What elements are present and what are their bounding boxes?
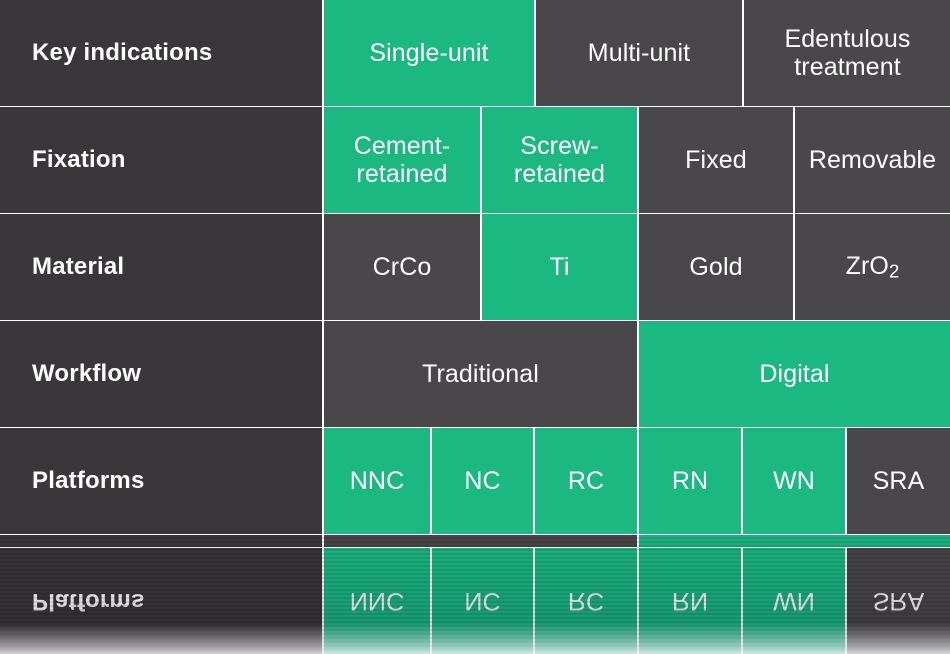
- matrix-cell-wn[interactable]: WN: [743, 428, 845, 534]
- matrix-row-platforms: Platforms NNC NC RC RN WN SRA: [0, 548, 950, 654]
- matrix-cell-crco[interactable]: CrCo: [324, 214, 480, 320]
- matrix-cell-multi-unit[interactable]: Multi-unit: [536, 0, 742, 106]
- row-label-platforms[interactable]: Platforms: [0, 548, 322, 654]
- matrix-cell-nc[interactable]: NC: [432, 428, 533, 534]
- comparison-matrix: Key indications Single-unit Multi-unit Eden…: [0, 0, 950, 534]
- row-label-material[interactable]: Material: [0, 214, 322, 320]
- cell-label: WN: [773, 466, 815, 495]
- cell-label: RN: [671, 466, 709, 495]
- cell-label: WN: [773, 587, 815, 616]
- row-label-text: Workflow: [32, 360, 142, 388]
- cell-label: SRA: [872, 466, 925, 495]
- matrix-cell-nnc: NNC: [324, 548, 430, 654]
- matrix-cell-sra[interactable]: SRA: [847, 428, 950, 534]
- cell-label: CrCo: [372, 252, 432, 281]
- cell-label: RC: [567, 466, 605, 495]
- matrix-row-platforms: Platforms NNC NC RC RN WN SRA: [0, 428, 950, 534]
- row-label-platforms[interactable]: Platforms: [0, 428, 322, 534]
- cell-label: Fixed: [685, 145, 747, 174]
- cell-label: RN: [671, 587, 709, 616]
- cell-label: NNC: [349, 466, 405, 495]
- matrix-cell-single-unit[interactable]: Single-unit: [324, 0, 534, 106]
- row-label-text: Platforms: [32, 467, 145, 495]
- matrix-reflection-content: Platforms NNC NC RC RN WN SRA WorkflowTradition…: [0, 535, 950, 654]
- matrix-cell-edentulous-treatment[interactable]: Edentulous treatment: [744, 0, 950, 106]
- cell-label: Screw- retained: [513, 131, 606, 189]
- cell-label: NNC: [349, 587, 405, 616]
- cell-label: SRA: [872, 587, 925, 616]
- matrix-row-workflow: Workflow Traditional Digital: [0, 321, 950, 427]
- matrix-cell-digital: Digital: [639, 535, 950, 547]
- cell-label: ZrO2: [845, 252, 900, 282]
- matrix-row-material: Material CrCo Ti Gold ZrO2: [0, 214, 950, 320]
- matrix-cell-cement-retained[interactable]: Cement- retained: [324, 107, 480, 213]
- cell-label: RC: [567, 587, 605, 616]
- subscript: 2: [888, 260, 900, 282]
- row-label-workflow[interactable]: Workflow: [0, 321, 322, 427]
- matrix-cell-digital[interactable]: Digital: [639, 321, 950, 427]
- row-label-workflow[interactable]: Workflow: [0, 535, 322, 547]
- row-label-text: Fixation: [32, 146, 126, 174]
- matrix-row-key-indications: Key indications Single-unit Multi-unit Eden…: [0, 0, 950, 106]
- matrix-cell-wn: WN: [743, 548, 845, 654]
- matrix-reflection: Platforms NNC NC RC RN WN SRA WorkflowTradition…: [0, 535, 950, 654]
- matrix-cell-ti[interactable]: Ti: [482, 214, 637, 320]
- row-label-key-indications[interactable]: Key indications: [0, 0, 322, 106]
- matrix-cell-zro[interactable]: ZrO2: [795, 214, 950, 320]
- cell-label: NC: [464, 466, 501, 495]
- cell-label: Cement- retained: [353, 131, 451, 189]
- matrix-cell-nnc[interactable]: NNC: [324, 428, 430, 534]
- matrix-cell-rn[interactable]: RN: [639, 428, 741, 534]
- row-label-fixation[interactable]: Fixation: [0, 107, 322, 213]
- matrix-cell-gold[interactable]: Gold: [639, 214, 793, 320]
- matrix-cell-fixed[interactable]: Fixed: [639, 107, 793, 213]
- matrix-cell-removable[interactable]: Removable: [795, 107, 950, 213]
- matrix-cell-rc[interactable]: RC: [535, 428, 637, 534]
- matrix-row-fixation: Fixation Cement- retained Screw- retained F…: [0, 107, 950, 213]
- matrix-cell-screw-retained[interactable]: Screw- retained: [482, 107, 637, 213]
- cell-label: Edentulous treatment: [784, 24, 911, 82]
- matrix-cell-traditional[interactable]: Traditional: [324, 321, 637, 427]
- row-label-text: Material: [32, 253, 125, 281]
- cell-label: Single-unit: [369, 38, 489, 67]
- matrix-cell-nc: NC: [432, 548, 533, 654]
- cell-label: Ti: [549, 252, 570, 281]
- cell-label: Multi-unit: [587, 38, 691, 67]
- row-label-text: Key indications: [32, 39, 213, 67]
- matrix-cell-traditional: Traditional: [324, 535, 637, 547]
- matrix-cell-rc: RC: [535, 548, 637, 654]
- cell-label: NC: [464, 587, 501, 616]
- cell-label: Traditional: [422, 359, 539, 388]
- cell-label: Removable: [808, 145, 937, 174]
- row-label-text: Platforms: [32, 587, 145, 615]
- matrix-cell-sra: SRA: [847, 548, 950, 654]
- cell-label: Digital: [759, 359, 830, 388]
- matrix-cell-rn: RN: [639, 548, 741, 654]
- cell-label: Gold: [689, 252, 743, 281]
